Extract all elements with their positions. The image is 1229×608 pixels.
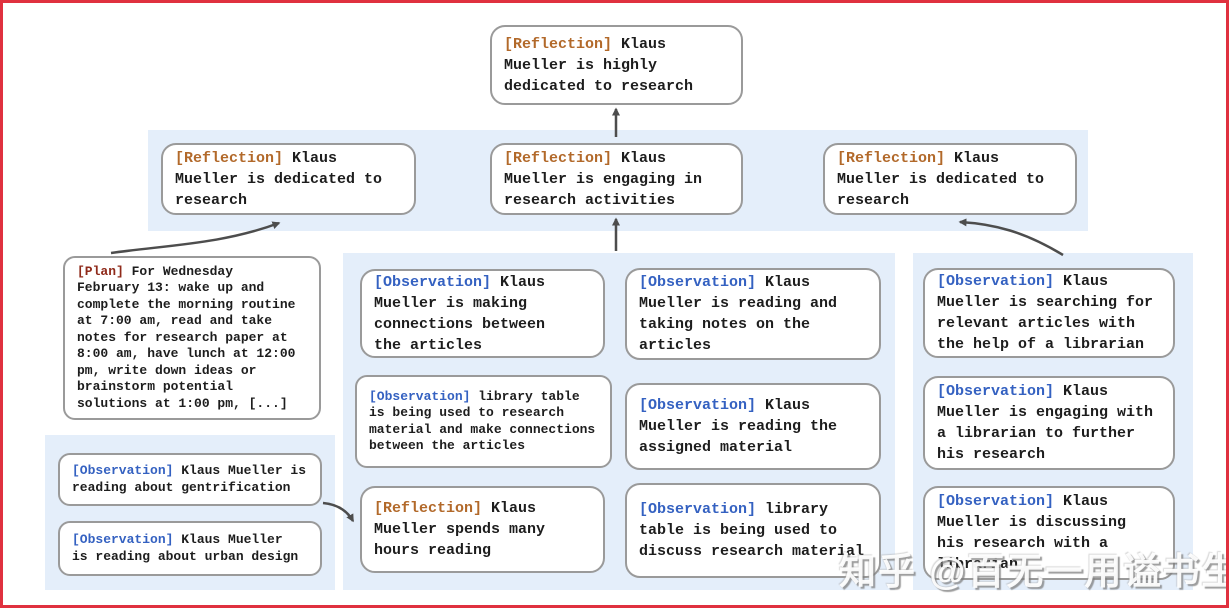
- node-text: Klaus Mueller is reading the assigned ma…: [639, 397, 838, 456]
- node-observation-connections: [Observation]Klaus Mueller is making con…: [360, 269, 605, 358]
- node-observation-taking-notes: [Observation]Klaus Mueller is reading an…: [625, 268, 881, 360]
- observation-tag: [Observation]: [937, 383, 1055, 400]
- node-text: library table is being used to research …: [369, 388, 596, 454]
- node-text: Klaus Mueller is making connections betw…: [374, 273, 546, 354]
- observation-tag: [Observation]: [369, 388, 471, 404]
- node-root-reflection: [Reflection]Klaus Mueller is highly dedi…: [490, 25, 743, 105]
- node-reflection-right: [Reflection]Klaus Mueller is dedicated t…: [823, 143, 1077, 215]
- node-text: Klaus Mueller is searching for relevant …: [937, 273, 1154, 353]
- node-text: Klaus Mueller is highly dedicated to res…: [504, 35, 694, 95]
- node-observation-urban-design: [Observation]Klaus Mueller is reading ab…: [58, 521, 322, 576]
- node-text: For Wednesday February 13: wake up and c…: [77, 263, 296, 411]
- reflection-tag: [Reflection]: [374, 500, 483, 517]
- node-observation-engaging-librarian: [Observation]Klaus Mueller is engaging w…: [923, 376, 1175, 470]
- zhihu-watermark: 知乎 @百无一用谥书生: [839, 551, 1229, 592]
- node-observation-searching-articles: [Observation]Klaus Mueller is searching …: [923, 268, 1175, 358]
- node-reflection-left: [Reflection]Klaus Mueller is dedicated t…: [161, 143, 416, 215]
- reflection-tag: [Reflection]: [504, 149, 613, 167]
- node-text: library table is being used to discuss r…: [639, 501, 865, 560]
- node-text: Klaus Mueller is reading about urban des…: [72, 532, 299, 564]
- reflection-tag: [Reflection]: [504, 35, 613, 53]
- observation-tag: [Observation]: [937, 493, 1055, 510]
- node-text: Klaus Mueller is dedicated to research: [175, 149, 383, 209]
- node-text: Klaus Mueller is engaging with a librari…: [937, 383, 1154, 463]
- node-observation-gentrification: [Observation]Klaus Mueller is reading ab…: [58, 453, 322, 506]
- node-reflection-hours-reading: [Reflection]Klaus Mueller spends many ho…: [360, 486, 605, 573]
- node-observation-discussing-librarian: [Observation]Klaus Mueller is discussing…: [923, 486, 1175, 580]
- node-observation-library-discuss: [Observation]library table is being used…: [625, 483, 881, 578]
- reflection-tag: [Reflection]: [175, 149, 284, 167]
- node-text: Klaus Mueller spends many hours reading: [374, 500, 546, 559]
- node-observation-assigned-material: [Observation]Klaus Mueller is reading th…: [625, 383, 881, 470]
- observation-tag: [Observation]: [639, 274, 757, 291]
- node-observation-library-research: [Observation]library table is being used…: [355, 375, 612, 468]
- node-text: Klaus Mueller is reading and taking note…: [639, 274, 838, 354]
- observation-tag: [Observation]: [639, 501, 757, 518]
- node-text: Klaus Mueller is discussing his research…: [937, 493, 1127, 573]
- observation-tag: [Observation]: [72, 463, 174, 478]
- plan-tag: [Plan]: [77, 263, 124, 279]
- observation-tag: [Observation]: [937, 273, 1055, 290]
- observation-tag: [Observation]: [374, 273, 492, 291]
- observation-tag: [Observation]: [72, 532, 174, 547]
- node-reflection-middle: [Reflection]Klaus Mueller is engaging in…: [490, 143, 743, 215]
- node-text: Klaus Mueller is dedicated to research: [837, 149, 1045, 209]
- node-text: Klaus Mueller is engaging in research ac…: [504, 149, 703, 209]
- reflection-tag: [Reflection]: [837, 149, 946, 167]
- node-text: Klaus Mueller is reading about gentrific…: [72, 463, 307, 495]
- observation-tag: [Observation]: [639, 397, 757, 414]
- node-plan: [Plan]For Wednesday February 13: wake up…: [63, 256, 321, 420]
